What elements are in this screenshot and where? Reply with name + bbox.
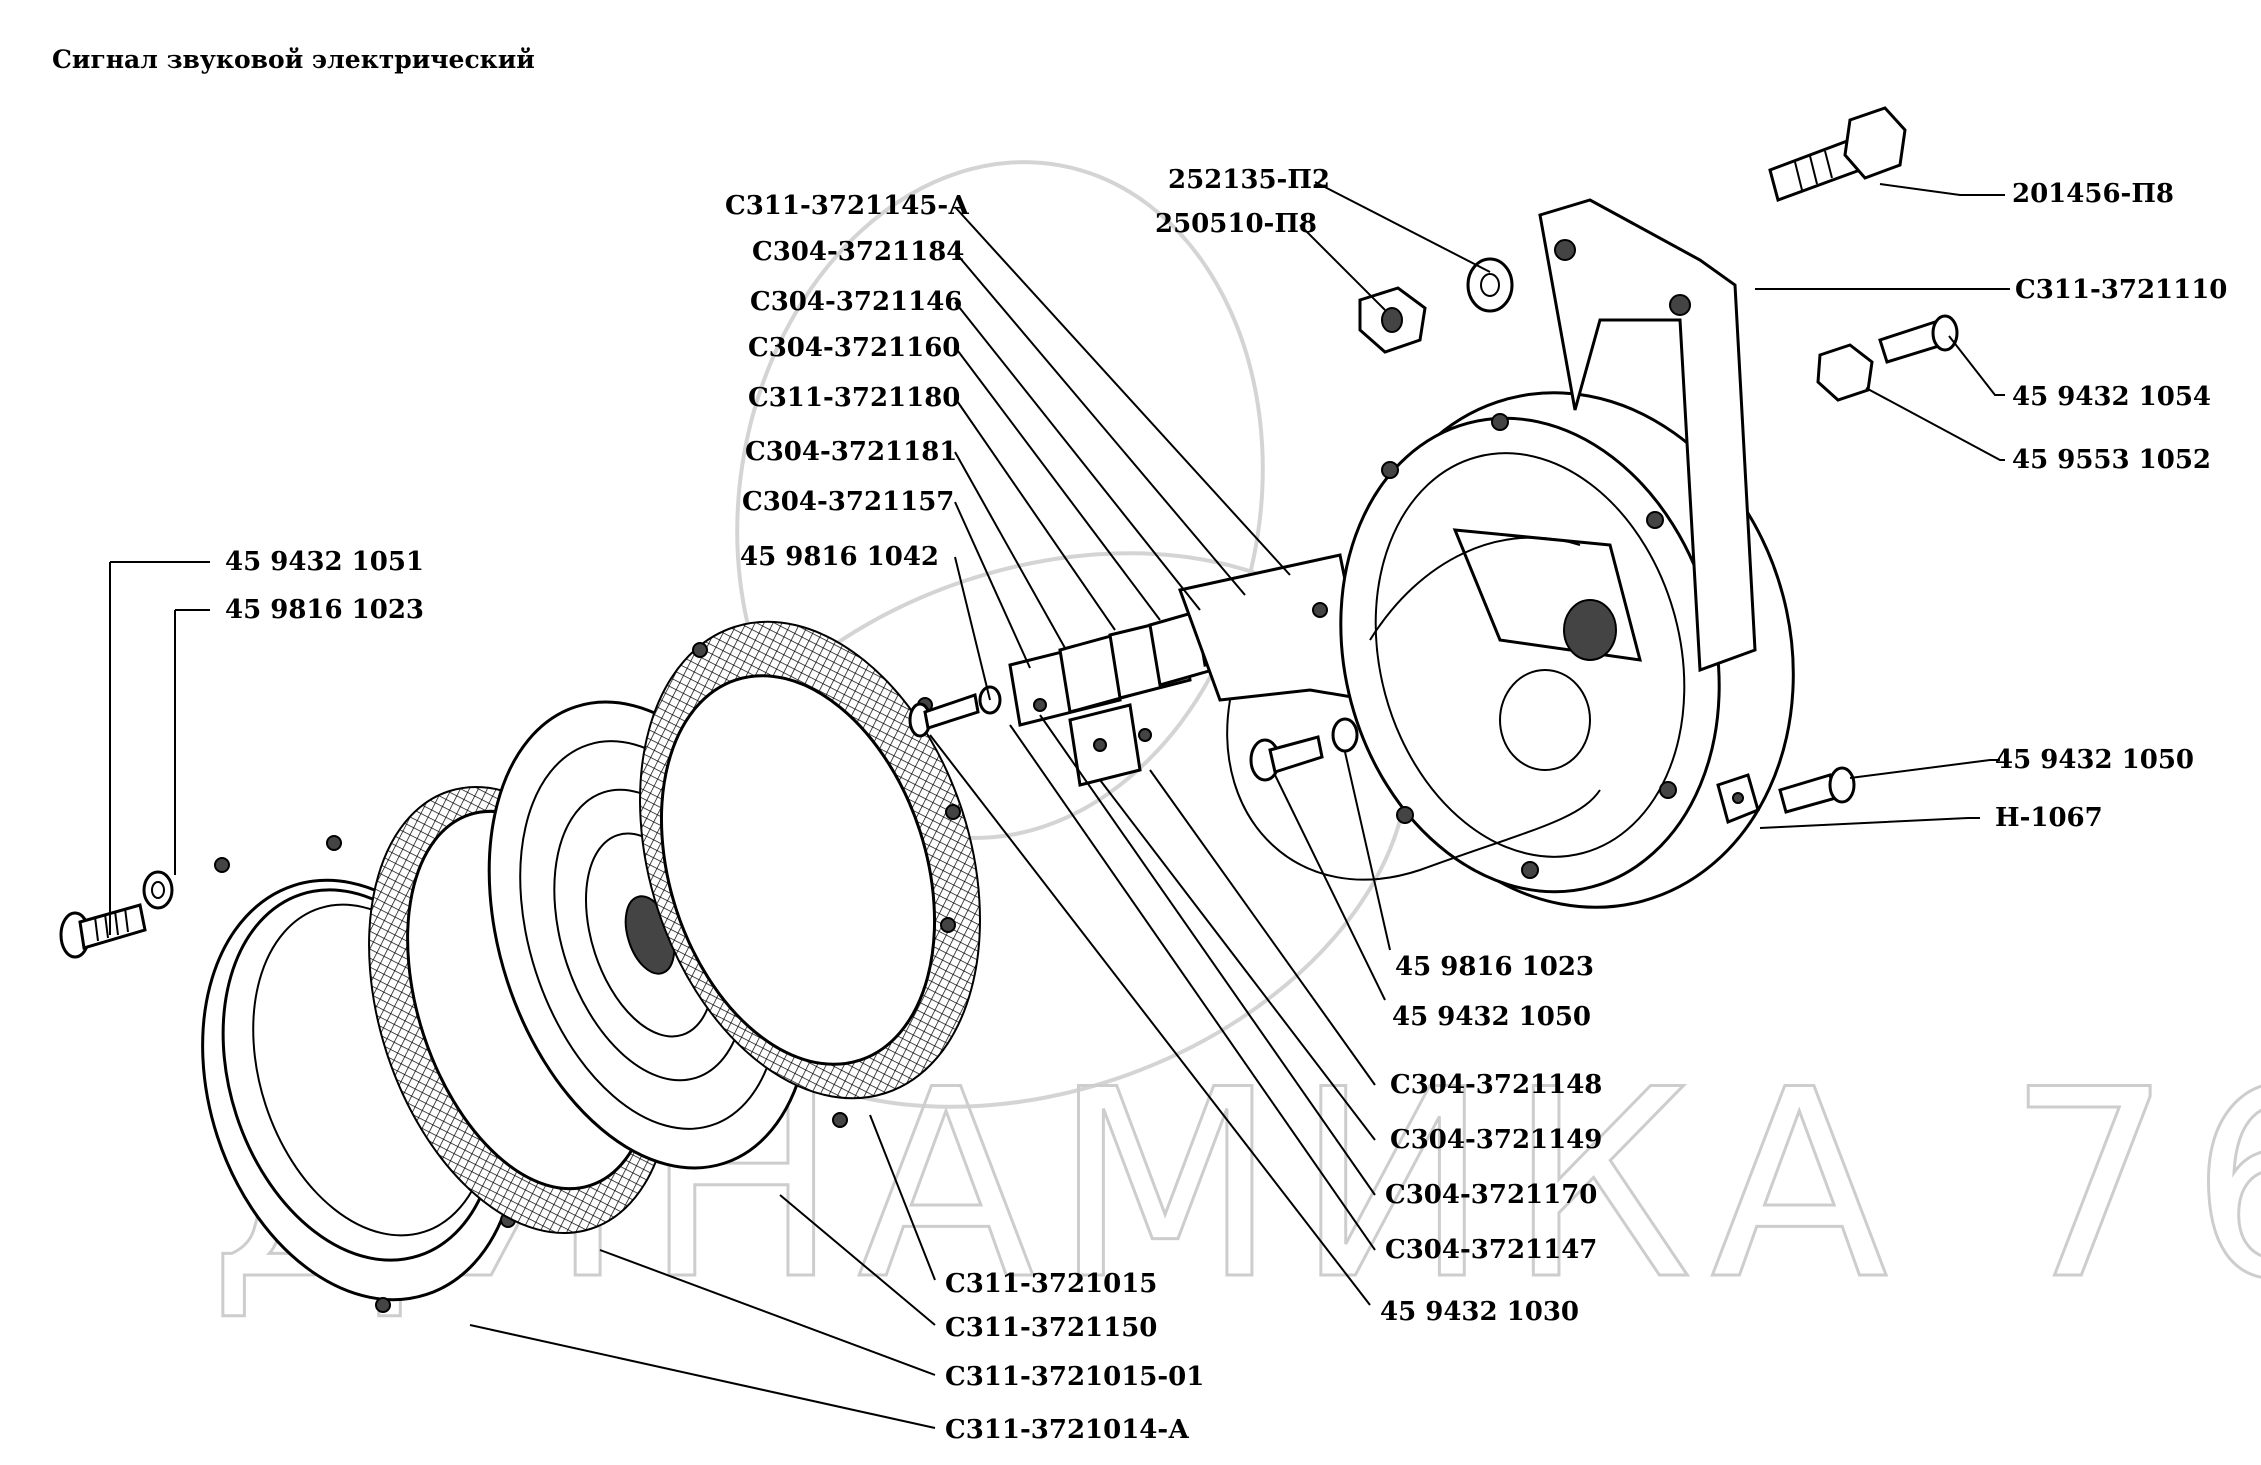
- label-45-9432-1050-right: 45 9432 1050: [1995, 745, 2194, 775]
- label-s304-3721148: С304-3721148: [1390, 1070, 1602, 1100]
- label-s304-3721184: С304-3721184: [752, 237, 964, 267]
- label-s311-3721015: С311-3721015: [945, 1269, 1157, 1299]
- label-252135-p2: 252135-П2: [1168, 165, 1330, 195]
- label-s311-3721145-a: С311-3721145-А: [725, 191, 969, 221]
- page-title: Сигнал звуковой электрический: [52, 45, 535, 74]
- label-s311-3721014-a: С311-3721014-А: [945, 1415, 1189, 1445]
- screw-left: [59, 870, 174, 959]
- part-labels: 201456-П8 252135-П2 250510-П8 С311-37211…: [225, 165, 2227, 1445]
- label-45-9816-1023-left: 45 9816 1023: [225, 595, 424, 625]
- label-s311-3721180: С311-3721180: [748, 383, 960, 413]
- label-45-9816-1042: 45 9816 1042: [740, 542, 939, 572]
- resonator-gasket: [639, 620, 981, 1128]
- label-250510-p8: 250510-П8: [1155, 209, 1317, 239]
- label-s311-3721150: С311-3721150: [945, 1313, 1157, 1343]
- label-s304-3721147: С304-3721147: [1385, 1235, 1597, 1265]
- label-n-1067: Н-1067: [1995, 803, 2103, 833]
- label-s311-3721015-01: С311-3721015-01: [945, 1362, 1204, 1392]
- leader-lines: [109, 181, 2010, 1429]
- label-s304-3721157: С304-3721157: [742, 487, 954, 517]
- label-45-9432-1054: 45 9432 1054: [2012, 382, 2211, 412]
- screw-1030: [908, 685, 1002, 738]
- label-s304-3721149: С304-3721149: [1390, 1125, 1602, 1155]
- screw-nut-right: [1816, 314, 1959, 402]
- screw-terminal-right: [1716, 766, 1856, 825]
- label-s311-3721110: С311-3721110: [2015, 275, 2227, 305]
- bolt-top: [1768, 106, 1907, 202]
- mounting-bracket: [1538, 198, 1757, 673]
- main-housing: [1226, 391, 1795, 909]
- label-s304-3721181: С304-3721181: [745, 437, 957, 467]
- label-201456-p8: 201456-П8: [2012, 179, 2174, 209]
- label-s304-3721170: С304-3721170: [1385, 1180, 1597, 1210]
- label-45-9816-1023-mid: 45 9816 1023: [1395, 952, 1594, 982]
- label-s304-3721146: С304-3721146: [750, 287, 962, 317]
- nut-washer-top: [1358, 257, 1514, 354]
- screw-mid: [1249, 717, 1359, 782]
- label-45-9432-1050-mid: 45 9432 1050: [1392, 1002, 1591, 1032]
- label-s304-3721160: С304-3721160: [748, 333, 960, 363]
- label-45-9553-1052: 45 9553 1052: [2012, 445, 2211, 475]
- label-45-9432-1051: 45 9432 1051: [225, 547, 424, 577]
- label-45-9432-1030: 45 9432 1030: [1380, 1297, 1579, 1327]
